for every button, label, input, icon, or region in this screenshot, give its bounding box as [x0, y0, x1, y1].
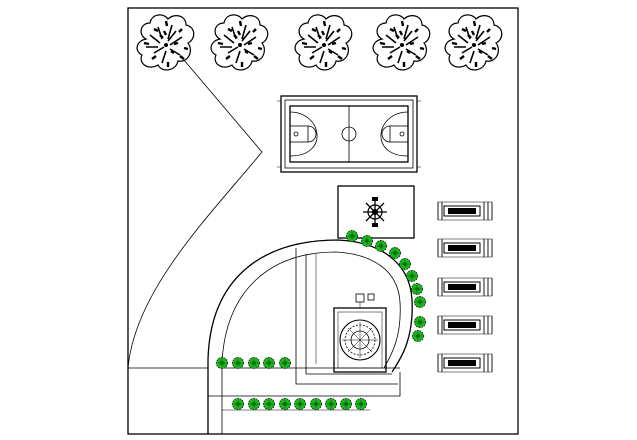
bench-icon: [437, 315, 493, 335]
tree-icon: [371, 13, 431, 72]
shrub-icon: [231, 356, 245, 370]
driveway-edge: [127, 19, 263, 369]
shrub-icon: [388, 246, 402, 260]
tree-icon: [209, 13, 269, 72]
shrub-icon: [398, 257, 412, 271]
tree-row: [135, 13, 503, 72]
fountain-icon: [333, 293, 387, 373]
shrub-icon: [374, 239, 388, 253]
bench-icon: [437, 238, 493, 258]
shrub-icon: [309, 397, 323, 411]
shrub-icon: [231, 397, 245, 411]
shrub-icon: [413, 315, 427, 329]
bench-icon: [437, 201, 493, 221]
shrub-icon: [413, 295, 427, 309]
shrub-icon: [354, 397, 368, 411]
left-shrubs: [215, 356, 292, 370]
shrub-icon: [262, 397, 276, 411]
curved-walkway: [128, 239, 413, 434]
site-boundary: [127, 7, 519, 435]
tree-icon: [443, 13, 503, 72]
bottom-shrubs: [231, 397, 368, 411]
shrub-icon: [410, 282, 424, 296]
shrub-icon: [278, 397, 292, 411]
shrub-icon: [293, 397, 307, 411]
bench-icon: [437, 277, 493, 297]
basketball-court: [277, 95, 421, 173]
shrub-icon: [411, 329, 425, 343]
shrub-icon: [339, 397, 353, 411]
sculpture-plaza: [337, 185, 415, 239]
shrub-icon: [360, 234, 374, 248]
bench-icon: [437, 353, 493, 373]
shrub-icon: [247, 356, 261, 370]
shrub-icon: [247, 397, 261, 411]
shrub-icon: [405, 269, 419, 283]
shrub-icon: [278, 356, 292, 370]
shrub-icon: [262, 356, 276, 370]
shrub-icon: [345, 229, 359, 243]
shrub-icon: [215, 356, 229, 370]
shrub-icon: [324, 397, 338, 411]
bench-column: [437, 201, 493, 373]
sculpture-icon: [363, 197, 387, 227]
tree-icon: [293, 13, 353, 72]
